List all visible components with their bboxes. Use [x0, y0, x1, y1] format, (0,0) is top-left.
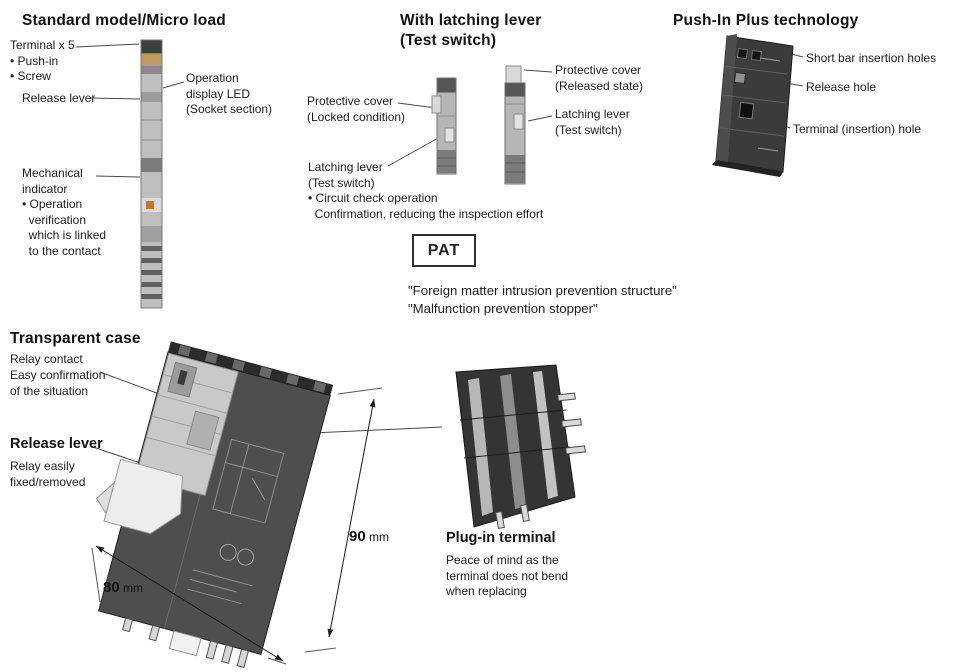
latching-lever-right-label: Latching lever (Test switch) [555, 107, 630, 137]
protective-cover-released-label: Protective cover (Released state) [555, 63, 644, 93]
width-unit: mm [123, 581, 144, 595]
short-bar-holes-label: Short bar insertion holes [806, 51, 937, 65]
height-unit: mm [369, 530, 390, 544]
height-value: 90 [349, 528, 366, 545]
mechanical-indicator-label: Mechanical indicator • Operation verific… [22, 166, 107, 258]
circuit-check-note: • Circuit check operation Confirmation, … [308, 191, 544, 221]
dimension-arrows [91, 387, 383, 665]
protective-cover-locked-label: Protective cover (Locked condition) [307, 94, 406, 124]
terminal-hole-label: Terminal (insertion) hole [793, 122, 922, 136]
easy-confirmation-label: Easy confirmation of the situation [10, 368, 106, 398]
standard-section-title: Standard model/Micro load [22, 12, 226, 29]
release-hole-label: Release hole [806, 80, 877, 94]
latching-lever-left-label: Latching lever (Test switch) [308, 160, 383, 190]
latching-section-title: With latching lever (Test switch) [400, 12, 542, 49]
foreign-matter-quote: "Foreign matter intrusion prevention str… [408, 283, 677, 298]
latching-relay-locked-illustration [431, 77, 457, 175]
plug-in-terminal-illustration [455, 364, 586, 529]
standard-relay-illustration [140, 39, 163, 309]
pushin-section-title: Push-In Plus technology [673, 12, 859, 29]
malfunction-quote: "Malfunction prevention stopper" [408, 301, 598, 316]
push-in-plus-illustration [712, 34, 794, 177]
width-value: 80 [103, 579, 120, 596]
plugin-terminal-title: Plug-in terminal [446, 530, 556, 546]
release-lever-label: Release lever [22, 91, 96, 105]
width-dimension: 80 mm [103, 579, 143, 596]
terminal-x5-label: Terminal x 5 • Push-in • Screw [10, 38, 75, 83]
latching-relay-released-illustration [504, 65, 526, 185]
operation-led-label: Operation display LED (Socket section) [186, 71, 273, 116]
plugin-terminal-note: Peace of mind as the terminal does not b… [446, 553, 569, 598]
relay-contact-label: Relay contact [10, 352, 83, 366]
height-dimension: 90 mm [349, 528, 389, 545]
transparent-case-title: Transparent case [10, 330, 141, 347]
release-lever-heading: Release lever [10, 436, 103, 452]
release-lever-note: Relay easily fixed/removed [10, 459, 86, 489]
pat-badge: PAT [412, 234, 476, 267]
